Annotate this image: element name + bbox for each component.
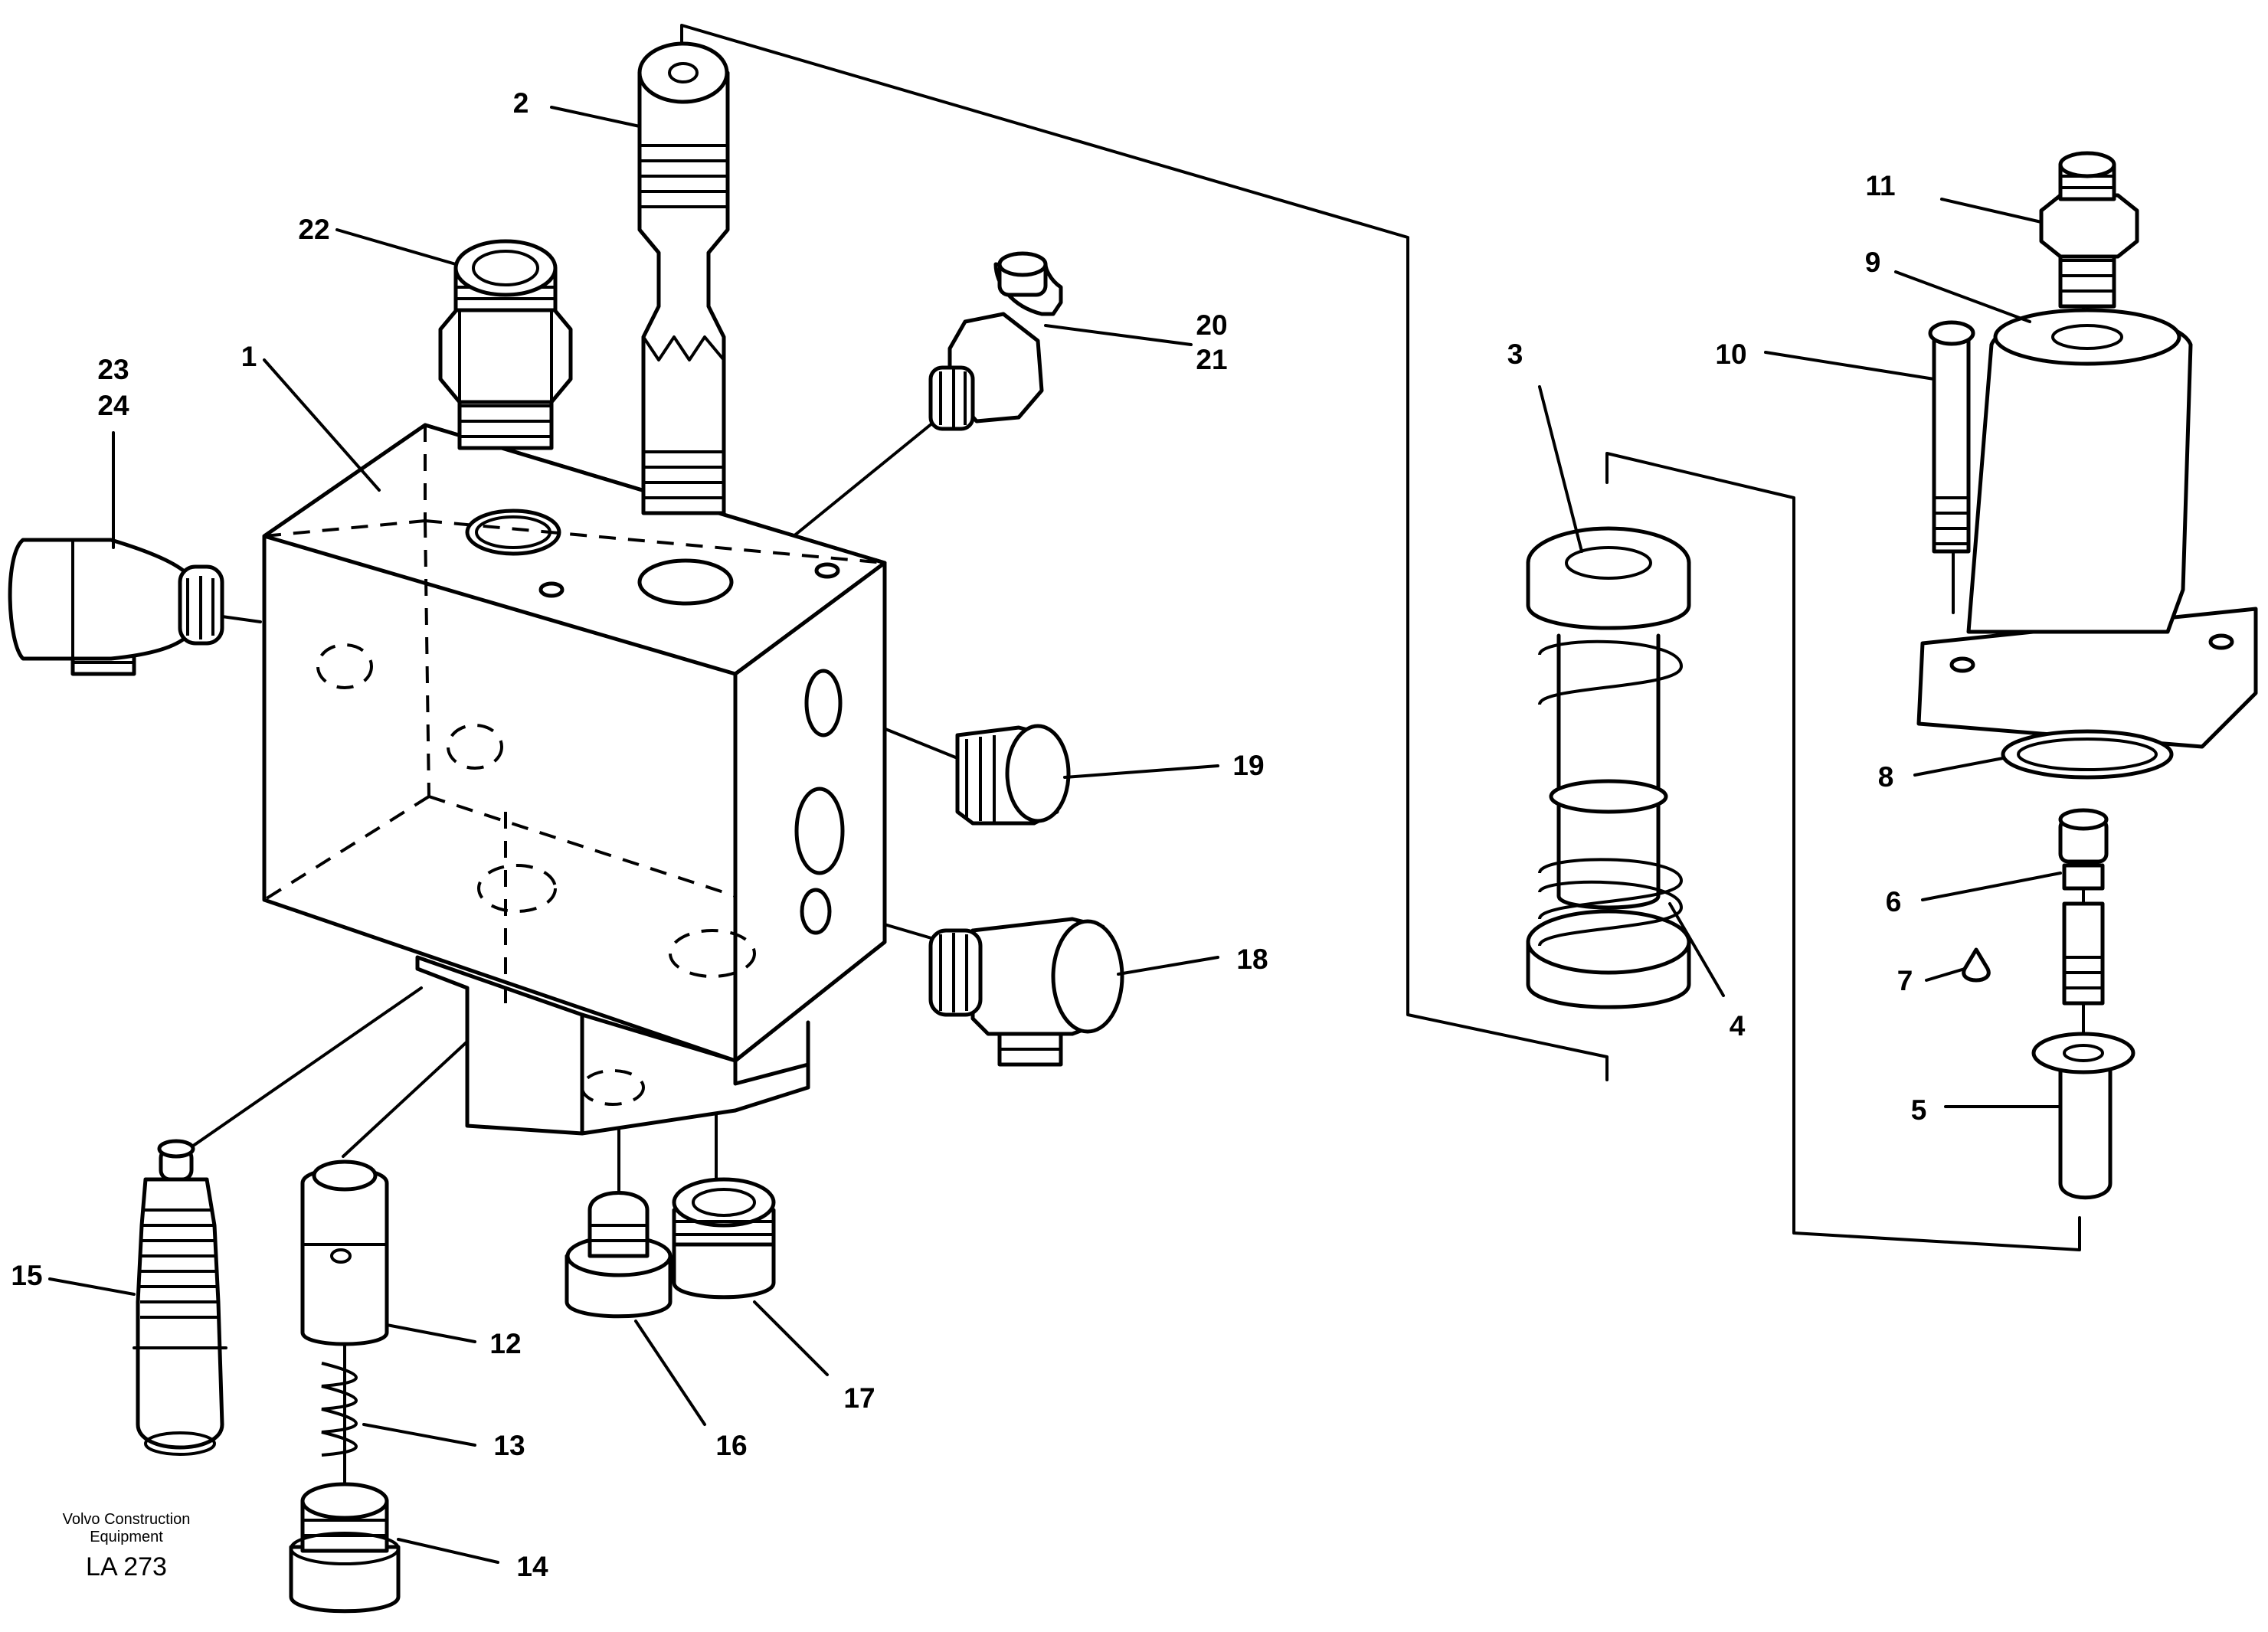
label-19: 19 [1232,750,1264,781]
sleeve-5 [2031,1032,2135,1200]
credit-line-1: Volvo Construction [63,1511,191,1528]
label-4: 4 [1730,1010,1746,1042]
adapter-fitting [438,239,573,450]
pin-6 [2058,808,2109,1006]
springs-4 [1538,639,1684,947]
credit-block: Volvo Construction Equipment LA 273 [63,1511,191,1581]
label-2: 2 [513,87,529,119]
plug-17 [672,1177,776,1300]
label-5: 5 [1911,1094,1927,1126]
label-22: 22 [298,214,329,245]
seal-8 [2001,729,2174,780]
cartridge-valve [637,41,730,515]
label-15: 15 [11,1260,42,1291]
label-13: 13 [493,1430,525,1461]
label-3: 3 [1507,339,1523,370]
label-8: 8 [1878,761,1894,793]
label-20: 20 [1196,309,1227,341]
label-7: 7 [1897,965,1913,996]
cover-9 [1916,308,2258,749]
valve-block [262,423,887,1136]
plug-19 [955,724,1071,826]
part-labels: 2 22 1 23 24 20 21 19 18 15 12 13 14 16 … [11,87,1926,1582]
cartridge-15 [133,1139,227,1456]
elbow-fitting [928,251,1063,431]
plug-16 [565,1191,673,1319]
reference-code: LA 273 [86,1552,167,1581]
cartridge-12 [300,1159,389,1457]
label-14: 14 [516,1551,548,1582]
label-18: 18 [1236,944,1268,975]
leader-lines [48,106,2062,1564]
label-21: 21 [1196,344,1227,375]
spool-3 [1526,526,1691,1009]
bolt-10 [1928,320,1975,554]
credit-line-2: Equipment [90,1529,163,1545]
label-10: 10 [1715,339,1746,370]
plug-14 [289,1482,401,1614]
label-1: 1 [241,341,257,372]
label-9: 9 [1865,247,1881,278]
label-17: 17 [843,1382,875,1414]
label-11: 11 [1865,170,1895,201]
label-12: 12 [489,1328,521,1359]
label-24: 24 [97,390,129,421]
label-23: 23 [97,354,129,385]
tee-fitting [8,538,224,676]
fitting-11 [2039,151,2139,309]
tee-fitting-18 [928,917,1124,1067]
ball-7 [1962,947,1991,983]
label-6: 6 [1886,886,1902,917]
label-16: 16 [715,1430,747,1461]
